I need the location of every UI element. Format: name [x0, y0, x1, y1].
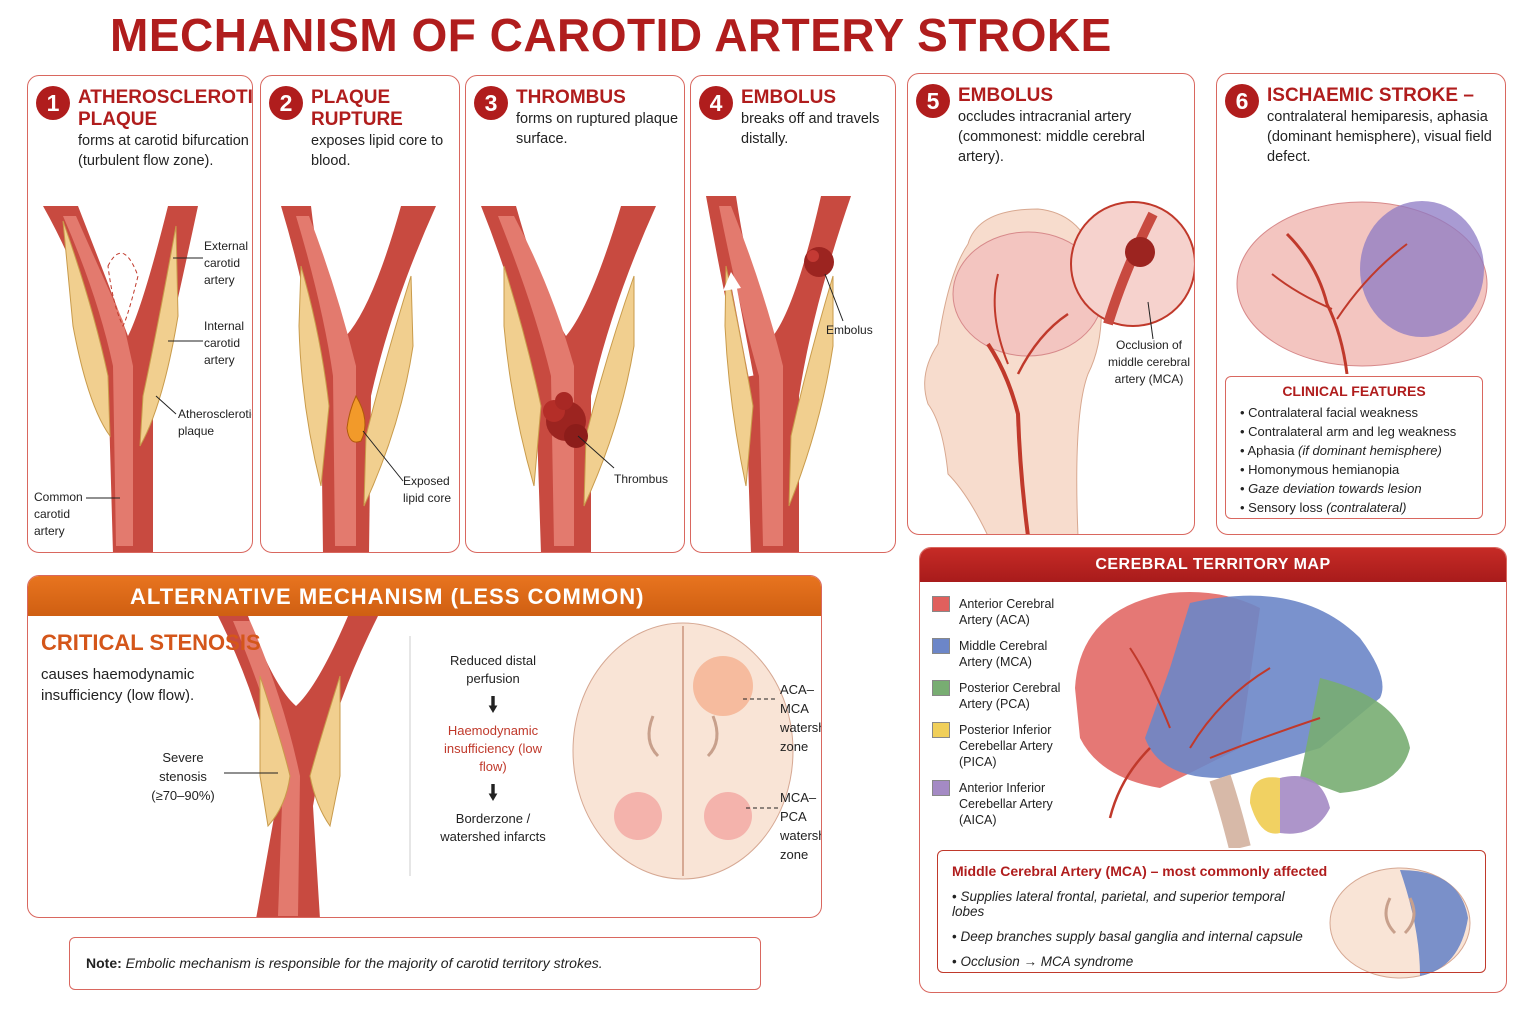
- clinical-features-list: Contralateral facial weakness Contralate…: [1240, 403, 1482, 517]
- list-item: Aphasia (if dominant hemisphere): [1240, 441, 1482, 460]
- step-number: 2: [269, 86, 303, 120]
- mca-info-list: Supplies lateral frontal, parietal, and …: [952, 889, 1312, 979]
- step-description: exposes lipid core to blood.: [311, 133, 444, 169]
- step-number: 6: [1225, 84, 1259, 118]
- critical-stenosis-description: causes haemodynamic insufficiency (low f…: [41, 666, 195, 704]
- legend-swatch: [932, 596, 950, 612]
- legend-item-pca: Posterior Cerebral Artery (PCA): [932, 680, 1082, 712]
- step-description: forms on ruptured plaque surface.: [516, 111, 679, 147]
- label-thrombus: Thrombus: [614, 472, 669, 486]
- legend-swatch: [932, 680, 950, 696]
- mca-info-box: Middle Cerebral Artery (MCA) – most comm…: [937, 850, 1486, 973]
- territory-map-header: CEREBRAL TERRITORY MAP: [920, 548, 1506, 582]
- note-box: Note: Embolic mechanism is responsible f…: [69, 937, 761, 990]
- step-title: PLAQUE RUPTURE: [311, 87, 403, 130]
- legend-swatch: [932, 722, 950, 738]
- ischaemic-brain-illustration: [1236, 201, 1488, 374]
- list-item: Occlusion → MCA syndrome: [952, 954, 1312, 969]
- step-number: 3: [474, 86, 508, 120]
- flow-step-reduced-perfusion: Reduced distal perfusion: [450, 653, 536, 686]
- legend-swatch: [932, 780, 950, 796]
- legend-swatch: [932, 638, 950, 654]
- step-description: breaks off and travels distally.: [741, 111, 880, 147]
- flow-step-haemodynamic-insufficiency: Haemodynamic insufficiency (low flow): [443, 723, 543, 774]
- step-4-header: 4 EMBOLUS breaks off and travels distally…: [699, 86, 889, 149]
- embolus-travel-illustration: [706, 196, 851, 552]
- territory-brain-illustration: [1075, 592, 1410, 848]
- legend-item-aica: Anterior Inferior Cerebellar Artery (AIC…: [932, 780, 1082, 828]
- step-5-header: 5 EMBOLUS occludes intracranial artery (c…: [916, 84, 1188, 167]
- carotid-bifurcation-illustration: [43, 206, 203, 552]
- head-mca-occlusion-illustration: [924, 201, 1194, 534]
- step-title: EMBOLUS: [958, 85, 1053, 106]
- plaque-rupture-illustration: [281, 206, 436, 552]
- step-panel-5: 5 EMBOLUS occludes intracranial artery (c…: [907, 73, 1195, 535]
- note-label: Note:: [86, 955, 122, 971]
- legend-item-aca: Anterior Cerebral Artery (ACA): [932, 596, 1082, 628]
- label-external-carotid: External carotid artery: [204, 239, 249, 287]
- legend-item-mca: Middle Cerebral Artery (MCA): [932, 638, 1082, 670]
- alternative-mechanism-panel: ALTERNATIVE MECHANISM (LESS COMMON) CRIT…: [27, 575, 822, 918]
- step-panel-3: 3 THROMBUS forms on ruptured plaque surfa…: [465, 75, 685, 553]
- label-mca-occlusion: Occlusion of middle cerebral artery (MCA…: [1107, 338, 1191, 386]
- step-title: ISCHAEMIC STROKE –: [1267, 85, 1474, 106]
- clinical-features-title: CLINICAL FEATURES: [1282, 383, 1426, 399]
- critical-stenosis-illustration: [218, 616, 794, 917]
- step-6-header: 6 ISCHAEMIC STROKE – contralateral hemipa…: [1225, 84, 1499, 167]
- step-panel-6: 6 ISCHAEMIC STROKE – contralateral hemipa…: [1216, 73, 1506, 535]
- label-common-carotid: Common carotid artery: [34, 490, 83, 538]
- legend-item-pica: Posterior Inferior Cerebellar Artery (PI…: [932, 722, 1082, 770]
- list-item: Deep branches supply basal ganglia and i…: [952, 929, 1312, 944]
- flow-step-watershed-infarcts: Borderzone / watershed infarcts: [440, 811, 546, 844]
- clinical-features-box: CLINICAL FEATURES Contralateral facial w…: [1225, 376, 1483, 519]
- step-title: ATHEROSCLEROTIC PLAQUE: [78, 87, 253, 130]
- step-title: THROMBUS: [516, 87, 626, 108]
- label-internal-carotid: Internal carotid artery: [204, 319, 245, 367]
- step-description: contralateral hemiparesis, aphasia (domi…: [1267, 109, 1492, 165]
- list-item: Supplies lateral frontal, parietal, and …: [952, 889, 1312, 919]
- thrombus-illustration: [481, 206, 656, 552]
- label-aca-mca-watershed: ACA–MCAwatershedzone: [780, 682, 821, 754]
- step-number: 5: [916, 84, 950, 118]
- critical-stenosis-title: CRITICAL STENOSIS: [41, 630, 261, 655]
- step-description: forms at carotid bifurcation (turbulent …: [78, 133, 249, 169]
- step-number: 1: [36, 86, 70, 120]
- mca-info-title: Middle Cerebral Artery (MCA) – most comm…: [952, 863, 1328, 879]
- step-3-header: 3 THROMBUS forms on ruptured plaque surfa…: [474, 86, 678, 149]
- step-description: occludes intracranial artery (commonest:…: [958, 109, 1145, 165]
- coronal-brain-mca-illustration: [1329, 867, 1471, 979]
- label-embolus: Embolus: [826, 323, 873, 337]
- list-item: Sensory loss (contralateral): [1240, 498, 1482, 517]
- label-atherosclerotic-plaque: Atherosclerotic plaque: [178, 407, 253, 438]
- haemodynamic-flowchart: Reduced distal perfusion 🠛 Haemodynamic …: [433, 652, 553, 846]
- note-text: Embolic mechanism is responsible for the…: [125, 955, 603, 971]
- step-title: EMBOLUS: [741, 87, 836, 108]
- cerebral-territory-map-panel: CEREBRAL TERRITORY MAP Anterior Cerebral…: [919, 547, 1507, 993]
- step-panel-4: 4 EMBOLUS breaks off and travels distally…: [690, 75, 896, 553]
- arrow-down-icon: 🠛: [487, 780, 499, 805]
- alternative-mechanism-header: ALTERNATIVE MECHANISM (LESS COMMON): [28, 576, 821, 616]
- arrow-down-icon: 🠛: [487, 692, 499, 717]
- label-mca-pca-watershed: MCA–PCAwatershedzone: [780, 790, 821, 862]
- label-exposed-lipid-core: Exposed lipid core: [403, 474, 452, 505]
- territory-legend: Anterior Cerebral Artery (ACA) Middle Ce…: [932, 596, 1082, 838]
- step-number: 4: [699, 86, 733, 120]
- page-title: MECHANISM OF CAROTID ARTERY STROKE: [110, 9, 1112, 61]
- list-item: Gaze deviation towards lesion: [1240, 479, 1482, 498]
- list-item: Homonymous hemianopia: [1240, 460, 1482, 479]
- list-item: Contralateral facial weakness: [1240, 403, 1482, 422]
- list-item: Contralateral arm and leg weakness: [1240, 422, 1482, 441]
